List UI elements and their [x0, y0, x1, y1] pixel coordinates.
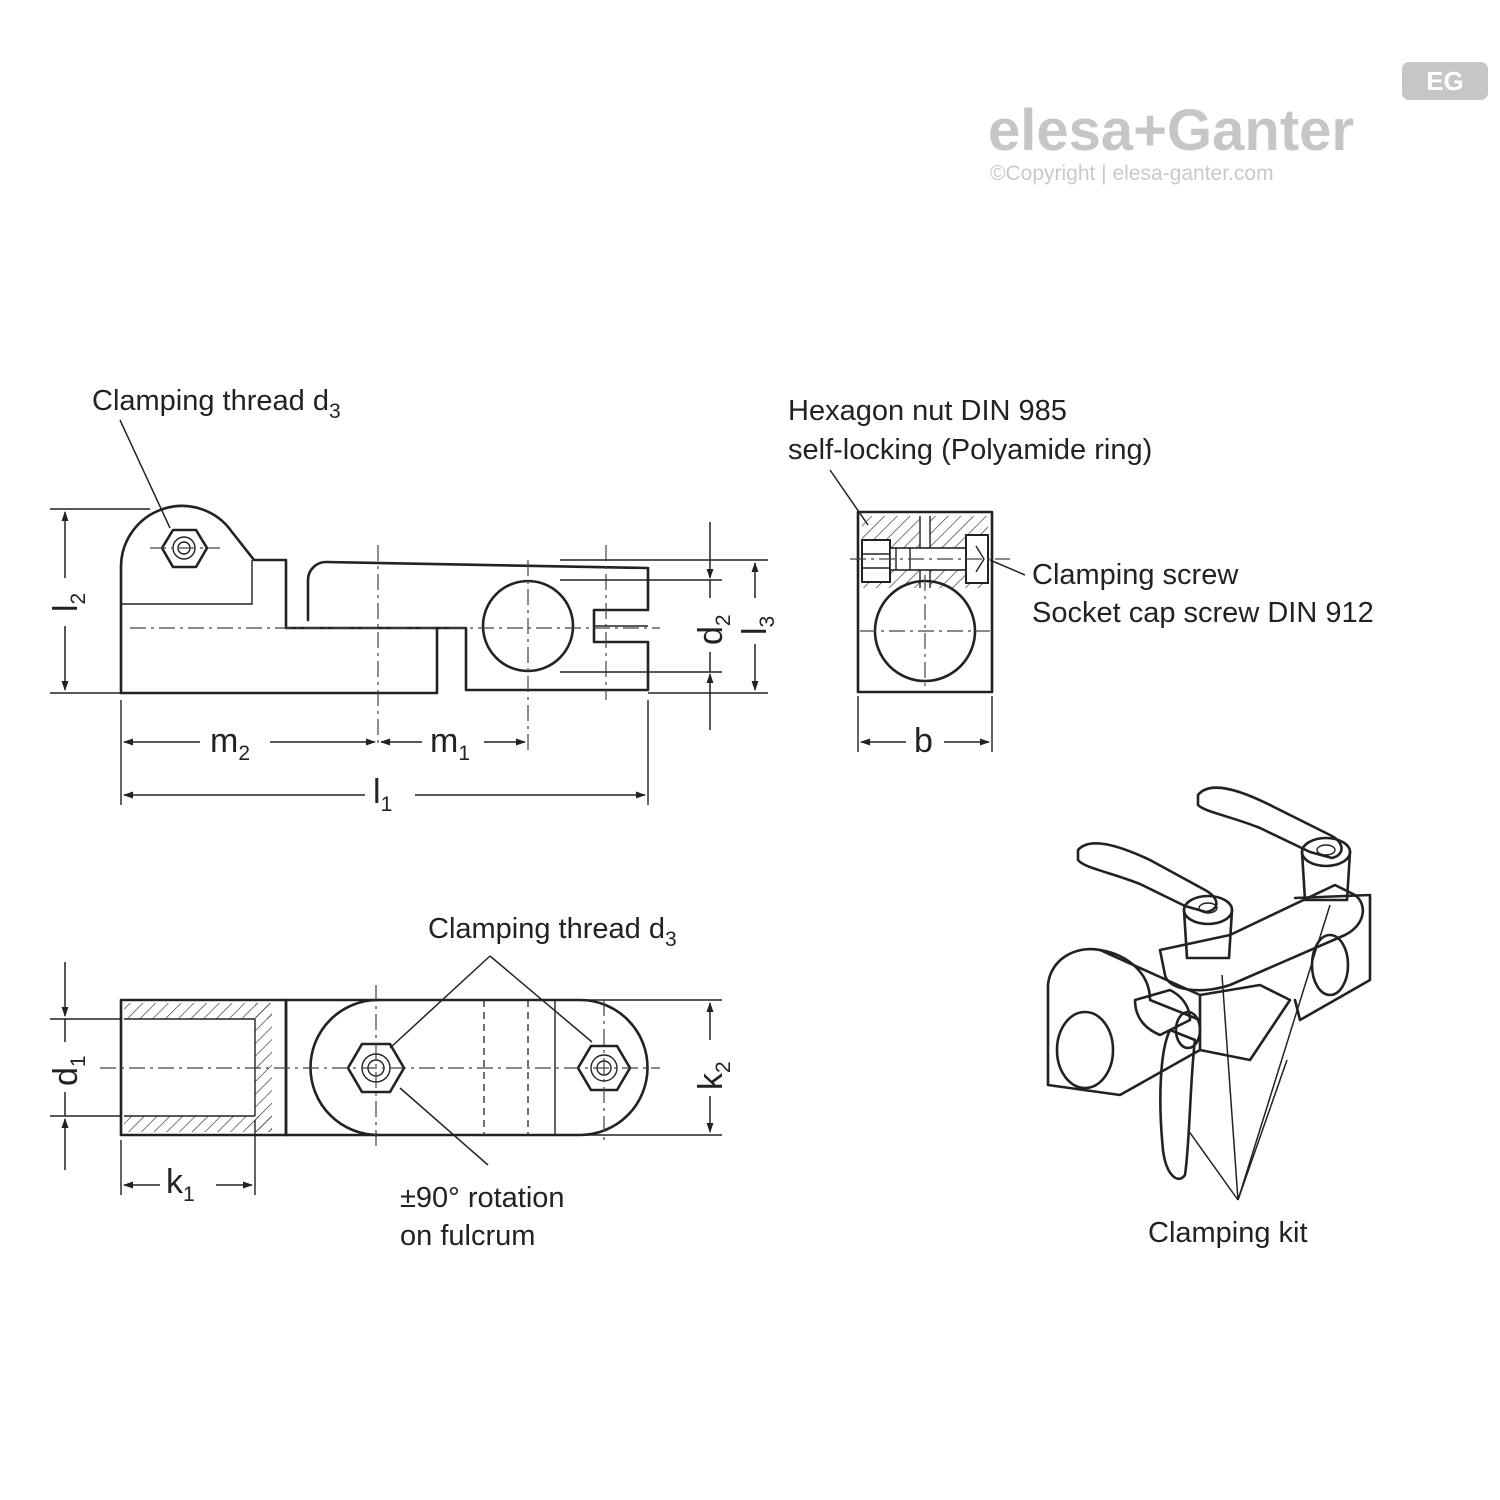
hex-nut-label-line1: Hexagon nut DIN 985 — [788, 395, 1067, 427]
right-clamp-body-outline — [306, 560, 650, 692]
brand-name: elesa+Ganter — [988, 98, 1354, 163]
leader-kit-3 — [1237, 1059, 1288, 1201]
nut-section — [861, 539, 891, 583]
clamping-kit-label: Clamping kit — [1148, 1217, 1308, 1249]
dim-l1-label: l1 — [373, 773, 392, 816]
dim-m1-label: m1 — [430, 722, 470, 765]
leader-kit-2 — [1221, 974, 1239, 1201]
dim-b-label: b — [914, 722, 933, 760]
leader-clamping-screw — [989, 559, 1026, 576]
dim-d1-label: d1 — [47, 1055, 90, 1086]
brand-badge — [1402, 62, 1488, 100]
clamping-thread-label-bottom: Clamping thread d3 — [428, 913, 677, 951]
end-view: Hexagon nut DIN 985 self-locking (Polyam… — [788, 395, 1374, 762]
tube-socket-block — [1046, 947, 1202, 1097]
end-view-body — [856, 510, 994, 694]
dim-l3-label: l3 — [736, 616, 779, 635]
brand-badge-text: EG — [1426, 66, 1464, 96]
leader-kit-1 — [1187, 1129, 1239, 1201]
leader-hex-nut — [829, 469, 869, 526]
left-lever-handle — [1076, 842, 1218, 914]
dim-d2-label: d2 — [692, 614, 735, 645]
leader-clamping-thread-top — [119, 419, 171, 529]
side-view: Clamping thread d3 l2 d2 l3 m2 m1 — [47, 385, 779, 816]
left-lug-hidden-edge — [121, 560, 253, 605]
clamping-screw-label-line2: Socket cap screw DIN 912 — [1032, 597, 1374, 629]
brand-copyright: ©Copyright | elesa-ganter.com — [990, 162, 1274, 185]
front-lever-handle — [1159, 1028, 1197, 1181]
left-clamp-body-outline — [119, 504, 439, 695]
rear-lever-handle — [1196, 786, 1343, 860]
hex-nut-label-line2: self-locking (Polyamide ring) — [788, 434, 1152, 466]
hex-nut-icon — [160, 528, 209, 569]
leader-kit-4 — [1237, 904, 1331, 1201]
dim-m2-label: m2 — [210, 722, 250, 765]
clamping-screw-label-line1: Clamping screw — [1032, 559, 1239, 591]
leader-rotation — [399, 1087, 489, 1166]
dim-k2-label: k2 — [692, 1061, 735, 1090]
clamping-thread-label-top: Clamping thread d3 — [92, 385, 341, 423]
rotation-label-line2: on fulcrum — [400, 1220, 535, 1252]
rotation-label-line1: ±90° rotation — [400, 1182, 565, 1214]
dim-k1-label: k1 — [166, 1163, 195, 1206]
top-view: Clamping thread d3 ±90° rotation on — [47, 913, 735, 1252]
isometric-view: Clamping kit — [1046, 786, 1372, 1249]
leader-thread-left — [389, 955, 491, 1049]
brand-logo: EG elesa+Ganter ©Copyright | elesa-gante… — [988, 62, 1488, 185]
dim-l2-label: l2 — [47, 593, 90, 612]
